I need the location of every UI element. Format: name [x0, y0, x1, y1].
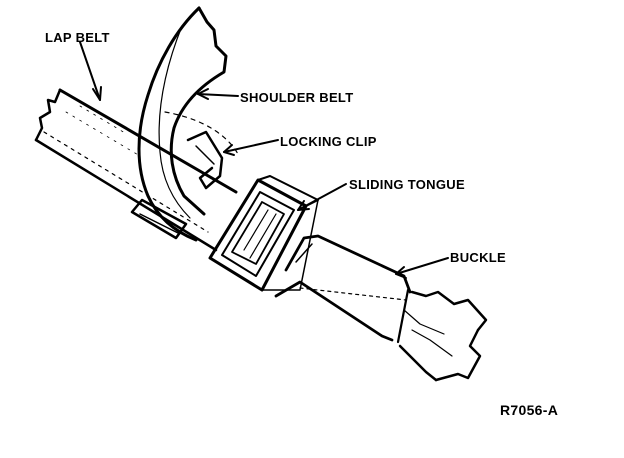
lap-belt-label: LAP BELT — [45, 30, 110, 45]
figure-code: R7056-A — [500, 402, 559, 418]
sliding-tongue — [208, 175, 319, 292]
buckle — [274, 234, 412, 344]
shoulder-belt — [137, 6, 239, 242]
locking-clip-label: LOCKING CLIP — [280, 134, 377, 149]
locking-clip — [186, 130, 224, 190]
shoulder-belt-label: SHOULDER BELT — [240, 90, 354, 105]
locking-clip-lower — [130, 198, 188, 240]
sliding-tongue-label: SLIDING TONGUE — [349, 177, 465, 192]
leader-lines — [79, 41, 449, 279]
buckle-strap — [398, 290, 488, 382]
lap-belt — [34, 88, 238, 252]
buckle-label: BUCKLE — [450, 250, 506, 265]
